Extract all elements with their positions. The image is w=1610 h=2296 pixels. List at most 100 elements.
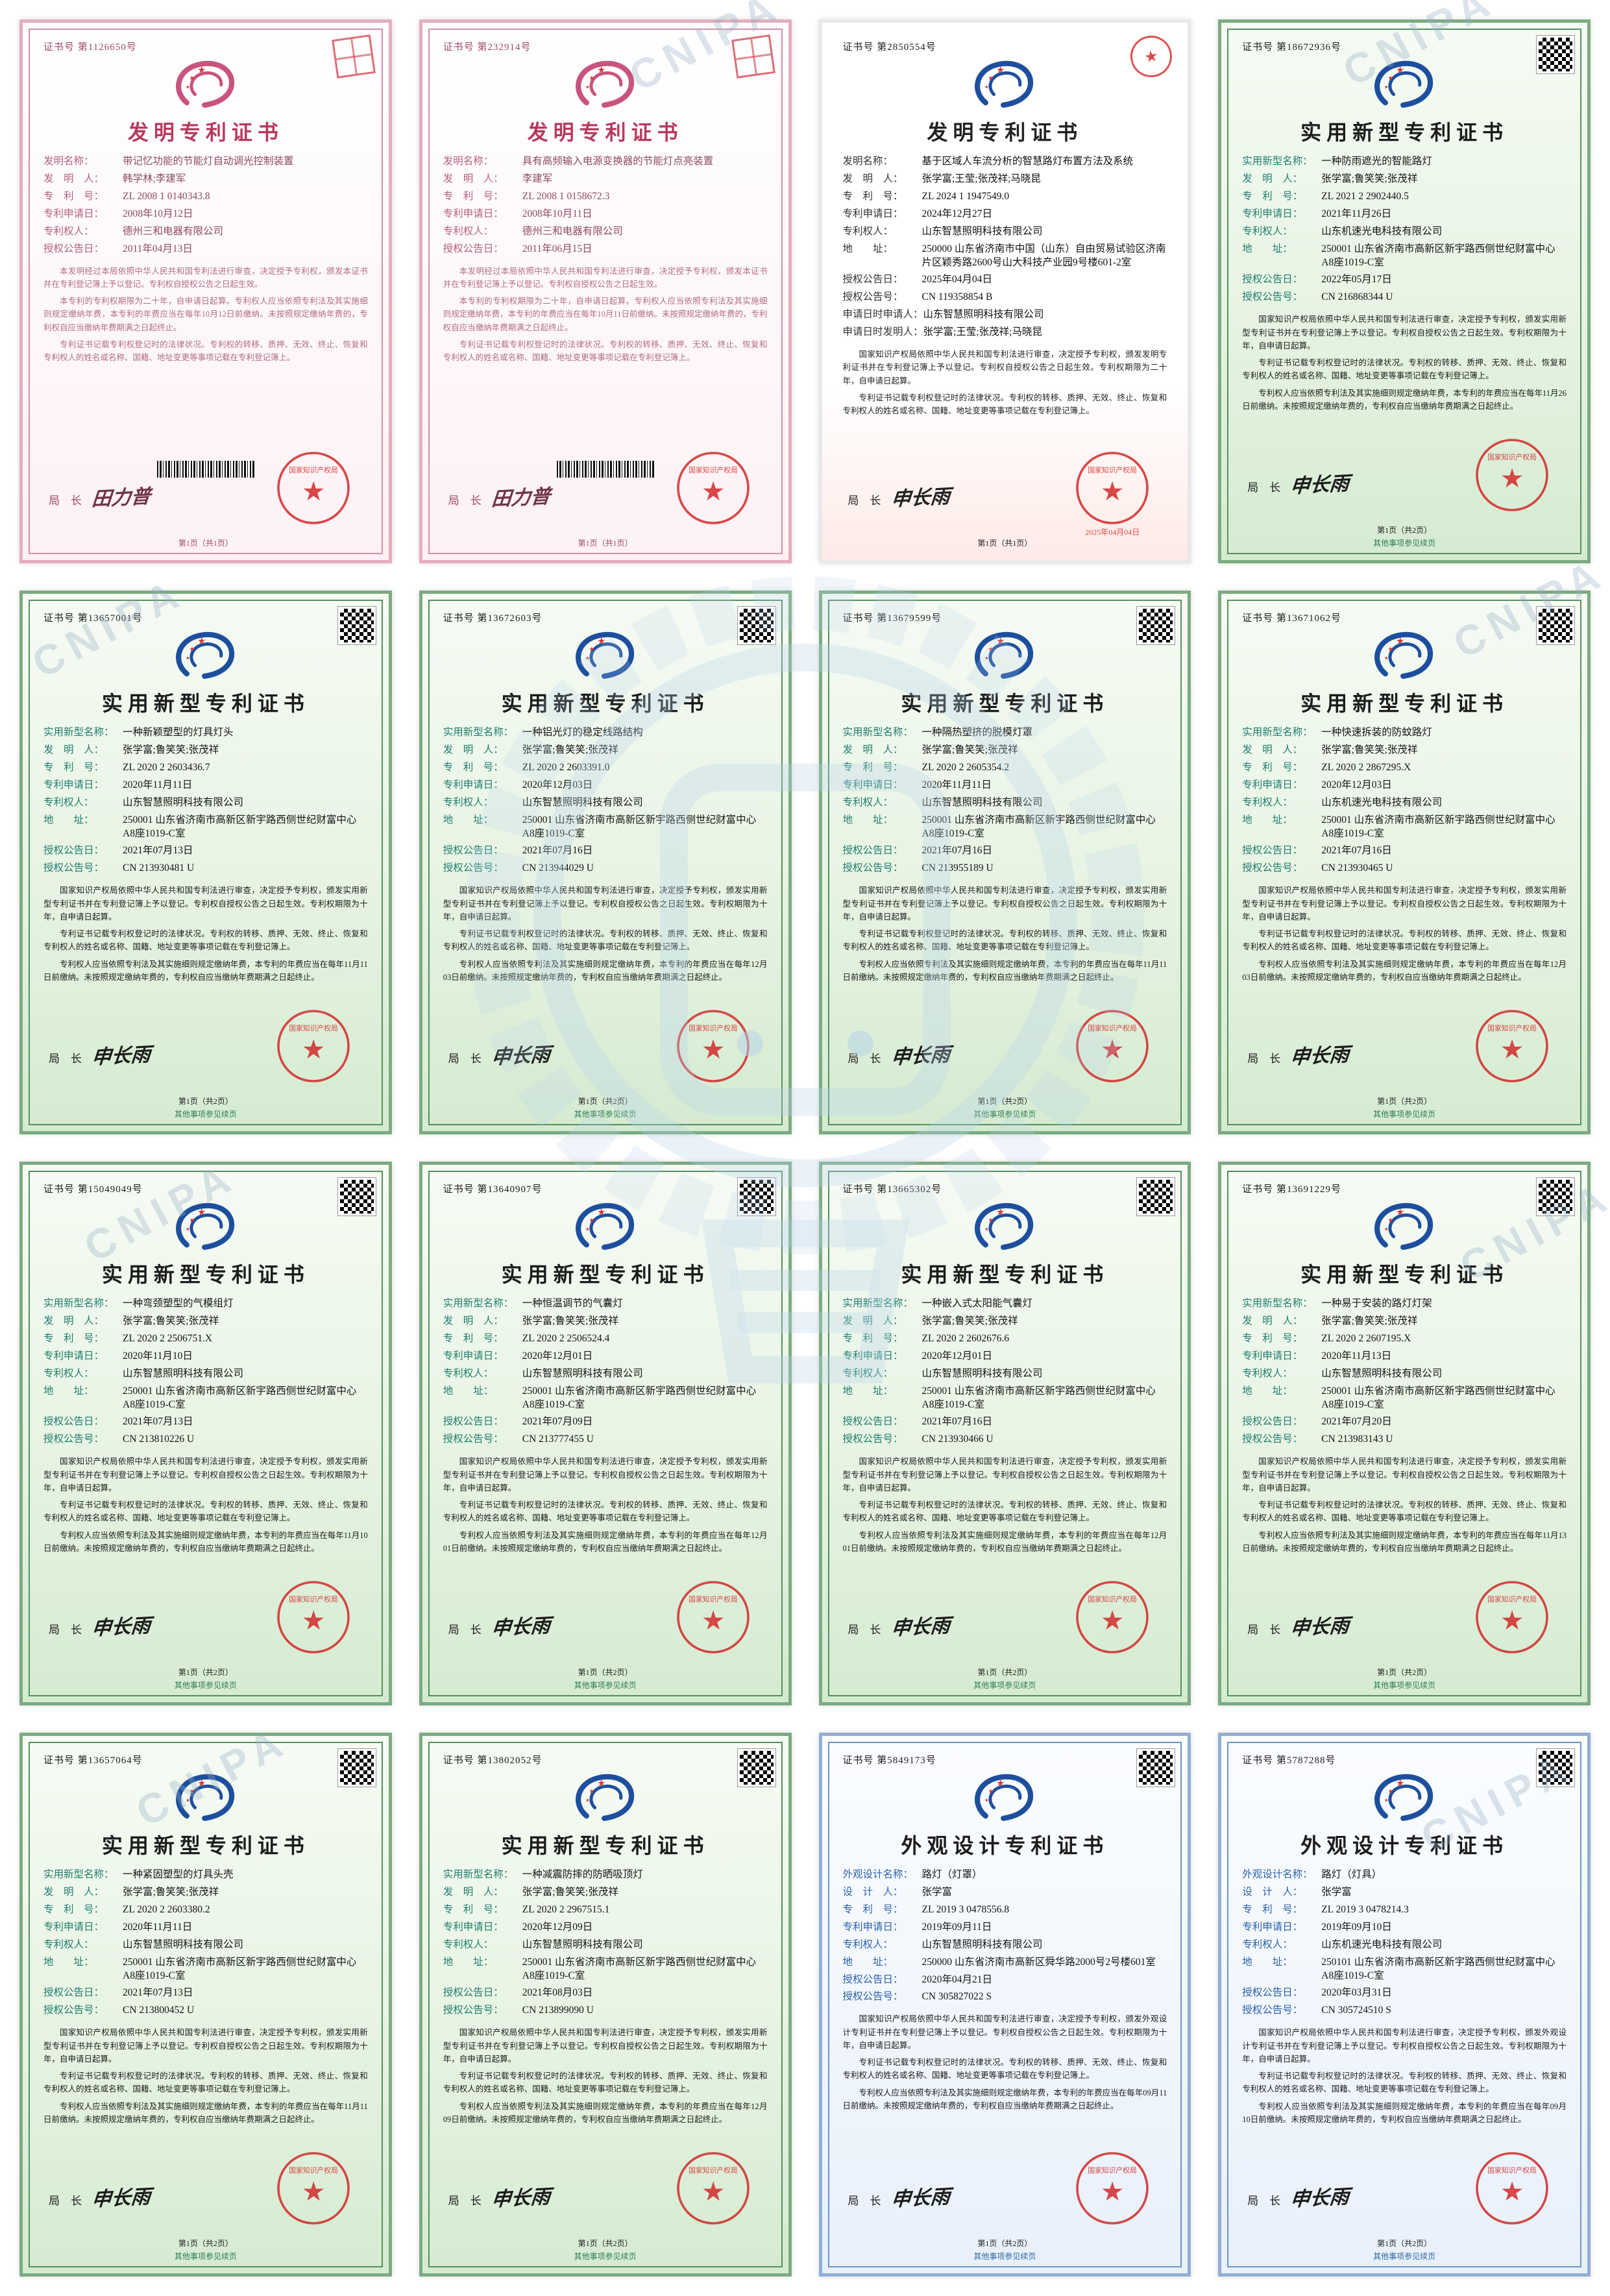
field-value: 一种隔热塑挤的脱模灯罩	[921, 727, 1033, 738]
field-row: 授权公告日2021年07月09日	[443, 1415, 768, 1429]
qr-code-icon	[1136, 1748, 1176, 1787]
field-value: CN 305827022 S	[921, 1991, 992, 2003]
field-row: 申请日时申请人山东智慧照明科技有限公司	[843, 308, 1167, 322]
field-label: 专利申请日	[843, 208, 922, 221]
svg-text:★: ★	[301, 1035, 325, 1064]
field-row: 实用新型名称一种易于安装的路灯灯架	[1242, 1297, 1567, 1311]
field-row: 地 址250001 山东省济南市高新区新宇路西侧世纪财富中心A8座1019-C室	[1242, 814, 1567, 841]
cnipa-logo-icon: ★ ★ ★	[575, 631, 634, 679]
svg-text:★: ★	[186, 1798, 190, 1803]
cnipa-logo-icon: ★ ★ ★	[175, 60, 235, 108]
body-paragraph: 专利证书记载专利权登记时的法律状况。专利权的转移、质押、无效、终止、恢复和专利权…	[1242, 929, 1567, 952]
field-row: 专利权人山东智慧照明科技有限公司	[443, 1367, 768, 1381]
body-paragraph: 专利证书记载专利权登记时的法律状况。专利权的转移、质押、无效、终止、恢复和专利权…	[1242, 358, 1567, 381]
commissioner-label: 局 长	[1247, 1624, 1281, 1636]
field-label: 实用新型名称	[843, 726, 922, 740]
cert-title: 实用新型专利证书	[101, 1834, 310, 1857]
svg-text:★: ★	[997, 637, 1005, 647]
fields: 发明名称基于区域人车流分析的智慧路灯布置方法及系统发 明 人张学富;王莹;张茂祥…	[843, 155, 1167, 339]
signature-row: 局 长申长雨 国家知识产权局 ★	[1242, 2152, 1567, 2235]
field-value: 2021年07月16日	[921, 845, 993, 857]
signature-row: 局 长申长雨 国家知识产权局 ★	[1242, 1010, 1567, 1093]
cert-number: 证书号 第13640907号	[443, 1184, 543, 1195]
seal-agency-text: 国家知识产权局	[289, 1594, 338, 1604]
field-label: 外观设计名称	[843, 1868, 922, 1882]
page-footer: 第1页（共2页）	[578, 1668, 633, 1677]
field-label: 专利申请日	[843, 1921, 922, 1935]
svg-text:★: ★	[585, 1227, 590, 1232]
commissioner-label: 局 长	[848, 495, 881, 507]
svg-text:★: ★	[301, 2177, 325, 2206]
body-paragraph: 专利证书记载专利权登记时的法律状况。专利权的转移、质押、无效、终止、恢复和专利权…	[842, 1500, 1167, 1523]
field-row: 授权公告号CN 213930465 U	[1242, 862, 1567, 875]
field-value: CN 213930466 U	[921, 1434, 994, 1445]
continuation-note: 其他事项参见续页	[1373, 1110, 1436, 1119]
field-row: 实用新型名称一种减震防摔的防晒吸顶灯	[443, 1868, 768, 1882]
body-paragraph: 专利证书记载专利权登记时的法律状况。专利权的转移、质押、无效、终止、恢复和专利权…	[842, 393, 1167, 416]
body-paragraph: 专利证书记载专利权登记时的法律状况。专利权的转移、质押、无效、终止、恢复和专利权…	[842, 929, 1167, 952]
field-value: ZL 2020 2 2506524.4	[522, 1332, 610, 1344]
signature-row: 局 长申长雨 国家知识产权局 ★	[443, 2152, 768, 2235]
official-seal-icon: 国家知识产权局 ★	[1473, 1578, 1551, 1656]
field-value: 2020年11月13日	[1321, 1350, 1392, 1362]
signature-row: 局 长申长雨 国家知识产权局 ★	[843, 1581, 1167, 1664]
field-label: 申请日时申请人	[843, 308, 923, 322]
field-label: 专 利 号	[1242, 190, 1321, 204]
cert-title: 实用新型专利证书	[1300, 692, 1509, 715]
qr-code-icon	[737, 1748, 776, 1787]
certificate-grid: 证书号 第1126650号 ★ ★ ★ 发明专利证书 发明名称带记忆功能的节能灯…	[19, 19, 1591, 2277]
cnipa-logo-icon: ★ ★ ★	[575, 60, 634, 108]
field-label: 授权公告号	[843, 1433, 922, 1447]
body: 国家知识产权局依照中华人民共和国专利法进行审查，决定授予专利权，颁发实用新型专利…	[43, 1455, 368, 1559]
field-value: 一种易于安装的路灯灯架	[1321, 1298, 1432, 1309]
barcode-icon	[156, 461, 254, 478]
commissioner-label: 局 长	[49, 1053, 82, 1065]
qr-code-icon	[1536, 35, 1575, 74]
continuation-note: 其他事项参见续页	[973, 1110, 1036, 1119]
field-row: 专 利 号ZL 2020 2 2603380.2	[43, 1903, 368, 1917]
continuation-note: 其他事项参见续页	[574, 2252, 637, 2261]
field-label: 专 利 号	[843, 190, 922, 204]
qr-code-icon	[1136, 1177, 1176, 1216]
field-value: ZL 2008 1 0158672.3	[522, 190, 610, 202]
body-paragraph: 专利权人应当依照专利法及其实施细则规定缴纳年费，本专利的年费应当在每年12月01…	[443, 1530, 768, 1553]
field-row: 授权公告号CN 213930481 U	[43, 862, 368, 875]
field-value: ZL 2020 2 2607195.X	[1321, 1332, 1411, 1344]
body: 国家知识产权局依照中华人民共和国专利法进行审查，决定授予专利权，颁发实用新型专利…	[443, 1455, 768, 1559]
field-row: 专利申请日2020年12月01日	[843, 1350, 1167, 1363]
body-paragraph: 专利证书记载专利权登记时的法律状况。专利权的转移、质押、无效、终止、恢复和专利权…	[443, 339, 768, 363]
field-row: 申请日时发明人张学富;王莹;张茂祥;马晓昆	[843, 326, 1167, 339]
page-footer: 第1页（共2页）	[178, 1668, 233, 1677]
svg-text:★: ★	[984, 655, 989, 661]
certificate-card: 证书号 第13691229号 ★ ★ ★ 实用新型专利证书 实用新型名称一种易于…	[1218, 1162, 1591, 1705]
field-row: 地 址250001 山东省济南市高新区新宇路西侧世纪财富中心A8座1019-C室	[443, 1956, 768, 1983]
fields: 发明名称具有高频输入电源变换器的节能灯点亮装置发 明 人李建军专 利 号ZL 2…	[443, 155, 768, 256]
svg-text:★: ★	[1388, 75, 1394, 82]
field-label: 专利申请日	[1242, 1350, 1321, 1363]
field-row: 地 址250001 山东省济南市高新区新宇路西侧世纪财富中心A8座1019-C室	[443, 1385, 768, 1412]
field-row: 专利权人山东智慧照明科技有限公司	[843, 1367, 1167, 1381]
commissioner-label: 局 长	[848, 2195, 881, 2207]
field-label: 专 利 号	[443, 1903, 522, 1917]
body-paragraph: 国家知识产权局依照中华人民共和国专利法进行审查，决定授予专利权，颁发实用新型专利…	[443, 886, 768, 922]
field-value: ZL 2020 2 2603436.7	[123, 761, 210, 773]
field-value: CN 216868344 U	[1321, 291, 1393, 303]
field-row: 专 利 号ZL 2020 2 2602676.6	[843, 1332, 1167, 1346]
body-paragraph: 专利证书记载专利权登记时的法律状况。专利权的转移、质押、无效、终止、恢复和专利权…	[443, 929, 768, 952]
field-label: 专利权人	[843, 1938, 922, 1952]
svg-text:★: ★	[701, 2177, 725, 2206]
field-row: 专利权人山东智慧照明科技有限公司	[1242, 1367, 1567, 1381]
seal-agency-text: 国家知识产权局	[1487, 1594, 1537, 1604]
svg-text:★: ★	[988, 1217, 994, 1225]
field-label: 专利申请日	[1242, 208, 1321, 221]
cert-title: 实用新型专利证书	[1300, 1263, 1509, 1286]
field-value: 山东智慧照明科技有限公司	[921, 1938, 1043, 1950]
field-label: 专利权人	[1242, 225, 1321, 239]
field-value: 张学富;鲁笑笑;张茂祥	[522, 1886, 618, 1898]
field-value: 2019年09月11日	[921, 1921, 992, 1933]
commissioner-label: 局 长	[1247, 482, 1281, 494]
field-value: 山东智慧照明科技有限公司	[921, 796, 1043, 808]
